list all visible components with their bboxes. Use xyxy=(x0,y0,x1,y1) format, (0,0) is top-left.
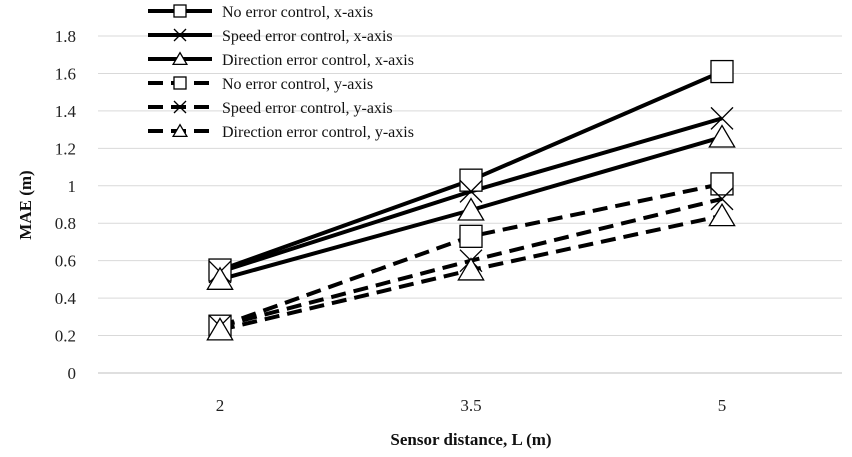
series-line xyxy=(219,116,723,274)
x-tick-label: 5 xyxy=(718,396,727,415)
y-tick-label: 1.4 xyxy=(55,102,77,121)
axes: 0 0.2 0.4 0.6 0.8 1 1.2 1.4 1.6 1.8 2 3.5 5 xyxy=(55,27,727,415)
y-tick-label: 0 xyxy=(68,364,77,383)
x-tick-label: 3.5 xyxy=(460,396,481,415)
data-point xyxy=(459,179,483,203)
legend-label: No error control, y-axis xyxy=(222,76,373,93)
legend-marker xyxy=(173,28,187,42)
legend-label: Speed error control, x-axis xyxy=(222,28,393,45)
legend-entry: No error control, y-axis xyxy=(148,76,373,93)
x-axis-title: Sensor distance, L (m) xyxy=(390,430,551,449)
y-tick-label: 1.6 xyxy=(55,64,76,83)
data-point xyxy=(708,124,736,148)
data-point xyxy=(459,224,483,248)
legend-entry: Direction error control, x-axis xyxy=(148,51,414,69)
legend-entry: Speed error control, x-axis xyxy=(148,28,393,45)
data-point xyxy=(710,172,734,196)
legend-marker xyxy=(173,100,187,114)
legend-label: Direction error control, y-axis xyxy=(222,124,414,141)
y-tick-label: 1.8 xyxy=(55,27,76,46)
data-point xyxy=(710,59,734,84)
y-tick-label: 1.2 xyxy=(55,139,76,158)
legend-entry: Direction error control, y-axis xyxy=(148,123,414,141)
data-point xyxy=(206,266,234,290)
legend-entry: No error control, x-axis xyxy=(148,4,373,21)
series-2 xyxy=(219,116,723,274)
series-3-markers xyxy=(206,124,736,290)
legend-label: Direction error control, x-axis xyxy=(222,52,414,69)
marker-stroke xyxy=(173,100,187,114)
legend-label: No error control, x-axis xyxy=(222,4,373,21)
legend-marker xyxy=(173,4,187,18)
y-axis-title: MAE (m) xyxy=(16,170,35,239)
data-point xyxy=(710,106,734,130)
series-6-markers xyxy=(206,202,736,341)
y-tick-label: 1 xyxy=(68,177,77,196)
legend-label: Speed error control, y-axis xyxy=(222,100,393,117)
series-lines xyxy=(206,59,736,341)
y-tick-label: 0.6 xyxy=(55,252,76,271)
data-point xyxy=(459,168,483,192)
y-tick-label: 0.2 xyxy=(55,327,76,346)
data-point xyxy=(206,317,234,341)
y-tick-label: 0.4 xyxy=(55,289,77,308)
x-tick-label: 2 xyxy=(216,396,225,415)
marker-stroke xyxy=(710,106,734,130)
legend-marker xyxy=(171,123,189,138)
data-point xyxy=(457,197,485,221)
y-tick-label: 0.8 xyxy=(55,214,76,233)
marker-stroke xyxy=(710,187,734,211)
data-point xyxy=(710,187,734,211)
legend-marker xyxy=(171,51,189,66)
legend-marker xyxy=(173,76,187,90)
data-point xyxy=(457,257,485,281)
marker-stroke xyxy=(173,28,187,42)
data-point xyxy=(708,202,736,227)
marker-stroke xyxy=(459,179,483,203)
legend-entry: Speed error control, y-axis xyxy=(148,100,393,117)
